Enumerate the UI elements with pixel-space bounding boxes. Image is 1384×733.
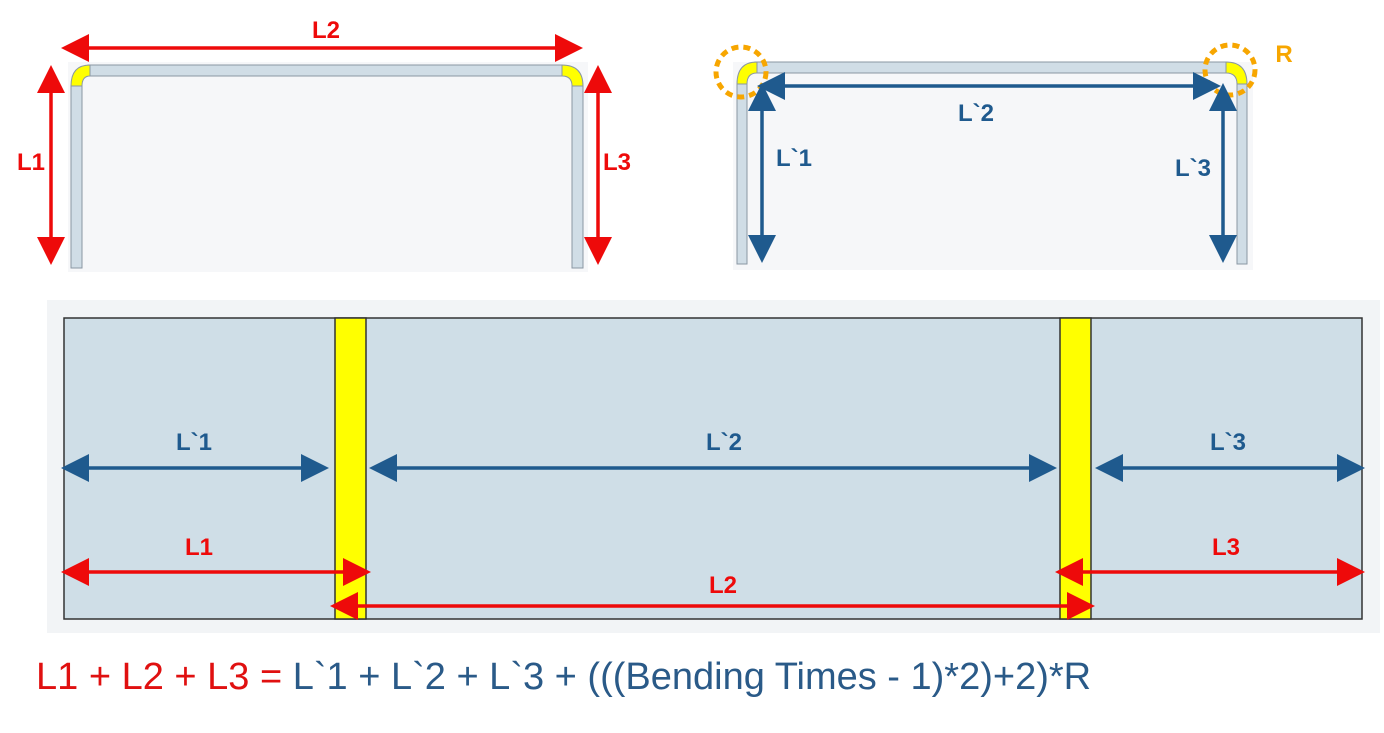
label-l1: L1 — [17, 149, 45, 176]
label-l1-inner: L`1 — [776, 145, 812, 172]
bend-zone-right — [1059, 317, 1092, 620]
top-flange — [87, 64, 563, 77]
panel-bg — [68, 62, 588, 272]
flat-label-l3-inner: L`3 — [1210, 429, 1246, 456]
right-leg — [1236, 83, 1248, 265]
flat-label-l1-inner: L`1 — [176, 429, 212, 456]
flat-label-l2: L2 — [709, 572, 737, 599]
right-bend — [561, 64, 584, 87]
formula-lhs: L1 + L2 + L3 = — [36, 656, 283, 698]
bend-zone-left — [334, 317, 367, 620]
flat-pattern: L`1 L`2 L`3 L1 L3 L2 — [47, 300, 1380, 633]
right-bend — [1225, 61, 1248, 85]
flat-label-l3: L3 — [1212, 534, 1240, 561]
label-l2-inner: L`2 — [958, 100, 994, 127]
label-l3: L3 — [603, 149, 631, 176]
bent-part-outer: L2 L1 L3 — [17, 17, 631, 272]
bent-part-inner: R L`2 L`1 L`3 — [713, 41, 1293, 270]
label-l2: L2 — [312, 17, 340, 44]
label-l3-inner: L`3 — [1175, 155, 1211, 182]
left-leg — [736, 83, 748, 265]
flat-label-l2-inner: L`2 — [706, 429, 742, 456]
right-leg — [571, 85, 584, 269]
flat-label-l1: L1 — [185, 534, 213, 561]
formula-rhs: L`1 + L`2 + L`3 + (((Bending Times - 1)*… — [282, 656, 1092, 698]
left-leg — [70, 85, 83, 269]
label-r: R — [1275, 41, 1292, 68]
top-flange — [754, 61, 1228, 74]
left-bend — [70, 64, 91, 87]
bend-formula: L1 + L2 + L3 = L`1 + L`2 + L`3 + (((Bend… — [36, 656, 1091, 699]
